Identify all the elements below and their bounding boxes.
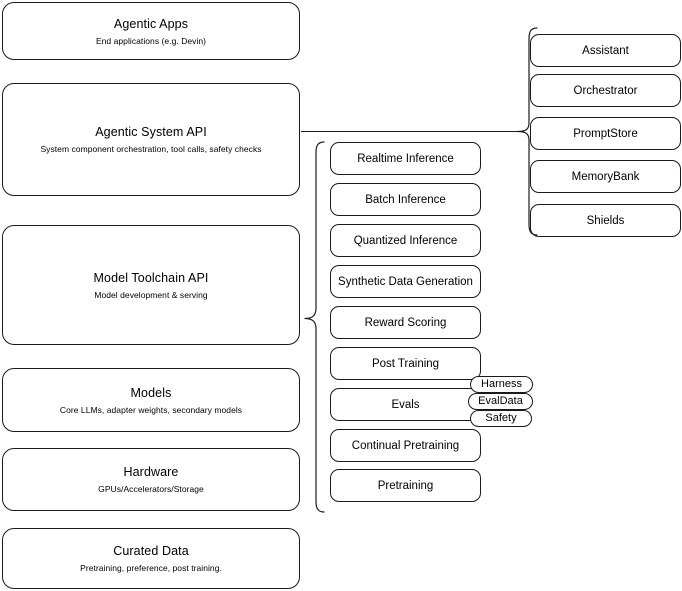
stack-layer-agentic-system-api[interactable]: Agentic System API System component orch…: [2, 83, 300, 196]
stack-layer-title: Models: [130, 385, 172, 400]
toolchain-box-evals[interactable]: Evals: [330, 388, 481, 421]
toolchain-box-continual-pretraining[interactable]: Continual Pretraining: [330, 429, 481, 462]
stack-layer-title: Model Toolchain API: [93, 270, 209, 285]
toolchain-box-label: Quantized Inference: [353, 234, 458, 247]
stack-layer-subtitle: System component orchestration, tool cal…: [40, 144, 262, 154]
stack-layer-title: Curated Data: [113, 544, 189, 558]
toolchain-box-label: Pretraining: [377, 479, 434, 492]
brace-agentic-system-components: [516, 26, 538, 239]
stack-layer-subtitle: Model development & serving: [94, 289, 208, 300]
toolchain-box-label: Realtime Inference: [357, 152, 454, 165]
toolchain-box-label: Batch Inference: [365, 193, 446, 206]
stack-layer-models[interactable]: Models Core LLMs, adapter weights, secon…: [2, 368, 300, 432]
toolchain-box-label: Continual Pretraining: [351, 439, 460, 452]
toolchain-box-label: Reward Scoring: [364, 316, 447, 329]
toolchain-box-quantized-inference[interactable]: Quantized Inference: [330, 224, 481, 257]
system-box-label: MemoryBank: [571, 170, 640, 183]
evals-tag-evaldata[interactable]: EvalData: [468, 393, 533, 410]
connector-agentic-system-api-to-components: [301, 131, 519, 132]
toolchain-box-label: Synthetic Data Generation: [338, 275, 473, 288]
stack-layer-subtitle: GPUs/Accelerators/Storage: [98, 484, 204, 494]
toolchain-box-synthetic-data-generation[interactable]: Synthetic Data Generation: [330, 265, 481, 298]
stack-layer-curated-data[interactable]: Curated Data Pretraining, preference, po…: [2, 528, 300, 589]
stack-layer-title: Hardware: [123, 465, 179, 479]
brace-model-toolchain: [303, 140, 325, 515]
stack-layer-subtitle: End applications (e.g. Devin): [95, 35, 207, 46]
toolchain-box-reward-scoring[interactable]: Reward Scoring: [330, 306, 481, 339]
system-box-assistant[interactable]: Assistant: [530, 34, 681, 67]
stack-layer-subtitle: Pretraining, preference, post training.: [80, 563, 222, 573]
stack-layer-model-toolchain-api[interactable]: Model Toolchain API Model development & …: [2, 225, 300, 345]
system-box-promptstore[interactable]: PromptStore: [530, 117, 681, 150]
system-box-memorybank[interactable]: MemoryBank: [530, 160, 681, 193]
evals-tag-label: EvalData: [478, 395, 523, 407]
evals-tag-harness[interactable]: Harness: [470, 376, 533, 393]
toolchain-box-batch-inference[interactable]: Batch Inference: [330, 183, 481, 216]
evals-tag-safety[interactable]: Safety: [470, 410, 532, 427]
stack-layer-title: Agentic Apps: [113, 16, 189, 31]
system-box-orchestrator[interactable]: Orchestrator: [530, 74, 681, 107]
toolchain-box-post-training[interactable]: Post Training: [330, 347, 481, 380]
toolchain-box-realtime-inference[interactable]: Realtime Inference: [330, 142, 481, 175]
system-box-label: Orchestrator: [573, 84, 638, 97]
system-box-label: PromptStore: [573, 127, 638, 140]
evals-tag-label: Safety: [485, 412, 517, 424]
system-box-label: Shields: [586, 214, 625, 227]
stack-layer-subtitle: Core LLMs, adapter weights, secondary mo…: [59, 404, 243, 415]
stack-layer-hardware[interactable]: Hardware GPUs/Accelerators/Storage: [2, 448, 300, 511]
toolchain-box-pretraining[interactable]: Pretraining: [330, 469, 481, 502]
system-box-shields[interactable]: Shields: [530, 204, 681, 237]
system-box-label: Assistant: [582, 44, 629, 57]
stack-layer-agentic-apps[interactable]: Agentic Apps End applications (e.g. Devi…: [2, 2, 300, 60]
stack-layer-title: Agentic System API: [95, 125, 207, 139]
toolchain-box-label: Evals: [391, 398, 420, 411]
evals-tag-label: Harness: [481, 378, 522, 390]
toolchain-box-label: Post Training: [371, 357, 440, 370]
